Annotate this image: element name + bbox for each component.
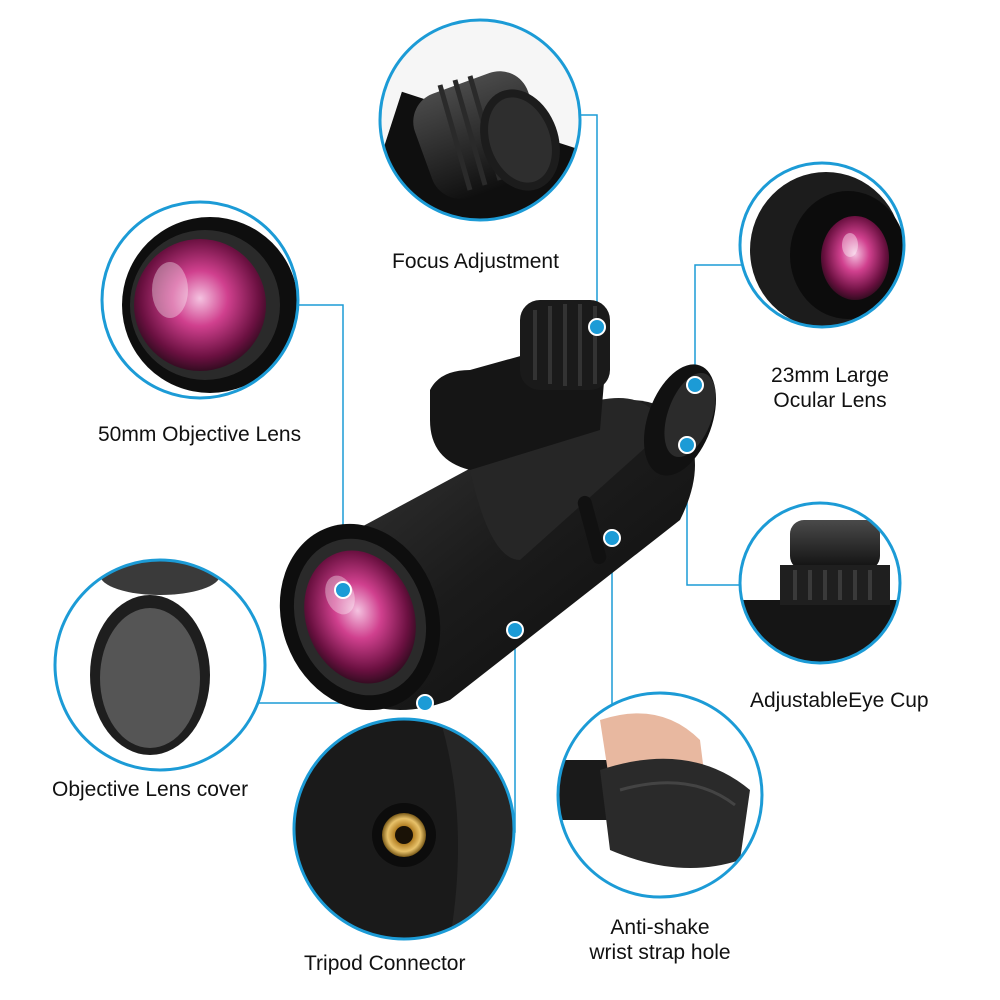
- label-ocular-lens: 23mm Large Ocular Lens: [770, 363, 890, 413]
- dot-objective: [334, 581, 352, 599]
- focus-knob-icon: [378, 18, 582, 222]
- dot-tripod: [506, 621, 524, 639]
- label-wrist-strap: Anti-shake wrist strap hole: [570, 915, 750, 965]
- label-focus-adjustment: Focus Adjustment: [392, 250, 559, 273]
- connector-focus: [580, 114, 598, 325]
- ocular-lens-icon: [738, 161, 906, 329]
- dot-focus: [588, 318, 606, 336]
- monocular-grip: [470, 398, 665, 560]
- callout-dots: [334, 318, 704, 712]
- connector-objective: [298, 304, 344, 590]
- label-objective-lens: 50mm Objective Lens: [98, 423, 302, 446]
- label-eye-cup: AdjustableEye Cup: [750, 689, 929, 712]
- tripod-connector-icon: [292, 717, 516, 941]
- label-ocular-line2: Ocular Lens: [773, 389, 887, 412]
- monocular-product: [279, 300, 717, 711]
- dot-ocular: [686, 376, 704, 394]
- wrist-strap-icon: [556, 691, 764, 899]
- label-ocular-line1: 23mm Large: [771, 364, 889, 387]
- objective-lens-icon: [100, 200, 300, 400]
- eye-cup-icon: [738, 501, 902, 665]
- dot-strap: [603, 529, 621, 547]
- label-strap-line2: wrist strap hole: [589, 941, 731, 964]
- objective-glass: [304, 550, 416, 684]
- label-tripod-connector: Tripod Connector: [304, 952, 466, 975]
- lens-cover-icon: [53, 558, 267, 772]
- label-lens-cover: Objective Lens cover: [52, 778, 249, 801]
- label-strap-line1: Anti-shake: [610, 916, 710, 939]
- dot-cover: [416, 694, 434, 712]
- connector-ocular: [694, 264, 745, 385]
- dot-eyecup: [678, 436, 696, 454]
